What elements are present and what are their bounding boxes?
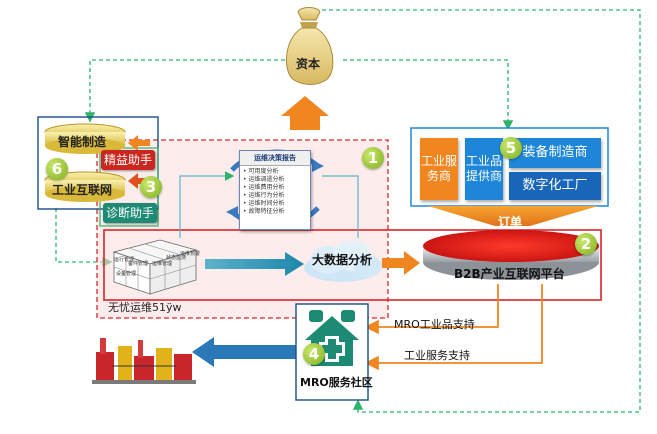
industrial-service-tile: 工业服务商 bbox=[420, 138, 458, 200]
diagnosis-helper-button[interactable]: 诊断助手 bbox=[103, 203, 157, 223]
smart-manufacturing-label: 智能制造 bbox=[58, 135, 107, 149]
b2b-platform-icon bbox=[423, 230, 599, 280]
cloud-icon bbox=[304, 241, 382, 282]
mro-community-label: MRO服务社区 bbox=[300, 376, 373, 389]
big-data-label: 大数据分析 bbox=[312, 253, 373, 267]
report-item: • 运维行为分析 bbox=[243, 192, 285, 199]
cloud-to-platform-arrow bbox=[382, 251, 420, 275]
cube-cell: 设备管理 bbox=[116, 271, 137, 277]
badge-3: 3 bbox=[140, 176, 162, 198]
badge-6: 6 bbox=[46, 158, 68, 180]
wuyou-label: 无忧运维51ÿw bbox=[108, 301, 182, 314]
order-funnel bbox=[428, 206, 598, 226]
capital-to-suppliers-dash bbox=[343, 59, 514, 131]
report-item: • 可用度分析 bbox=[243, 168, 279, 175]
jingyi-helper-button[interactable]: 精益助手 bbox=[101, 150, 155, 170]
left-down-dash bbox=[55, 208, 113, 268]
product-supplier-tile: 工业品提供商 bbox=[465, 138, 503, 200]
service-support-line bbox=[364, 284, 543, 371]
money-bag-icon bbox=[285, 7, 334, 85]
factory-complex-icon bbox=[92, 338, 196, 384]
report-item: • 故障特征分析 bbox=[243, 208, 285, 215]
cube-to-cloud-arrow bbox=[205, 252, 304, 276]
ops-cube-icon bbox=[112, 239, 198, 295]
badge-2: 2 bbox=[575, 233, 597, 255]
cube-to-report-line bbox=[179, 171, 235, 238]
capital-to-smart-dash bbox=[84, 59, 285, 123]
report-item: • 运维时间分析 bbox=[243, 200, 285, 207]
ops-report-card: 运维决策报告 • 可用度分析 • 运维调遣分析 • 运维费用分析 • 运维行为分… bbox=[239, 150, 311, 230]
cube-cell: 运行管理 bbox=[114, 257, 135, 263]
badge-4: 4 bbox=[303, 343, 325, 365]
badge-1: 1 bbox=[362, 147, 384, 169]
report-title: 运维决策报告 bbox=[240, 151, 310, 166]
mro-to-industry-arrow bbox=[192, 337, 296, 367]
cube-cell: 运维管理 bbox=[152, 261, 173, 267]
mro-product-support-line bbox=[364, 284, 499, 335]
cube-cell: 状态监测 bbox=[166, 255, 187, 261]
capital-label: 资本 bbox=[296, 57, 321, 71]
mro-product-support-label: MRO工业品支持 bbox=[394, 318, 475, 331]
digital-factory-tile: 数字化工厂 bbox=[509, 172, 601, 200]
region-2-box bbox=[103, 229, 602, 301]
order-label: 订单 bbox=[498, 215, 523, 229]
industrial-internet-label: 工业互联网 bbox=[52, 183, 113, 197]
arrow-to-internet bbox=[128, 173, 150, 189]
report-item: • 运维调遣分析 bbox=[243, 176, 285, 183]
report-to-cloud-line bbox=[322, 175, 359, 238]
report-item: • 运维费用分析 bbox=[243, 184, 285, 191]
service-support-label: 工业服务支持 bbox=[404, 349, 470, 362]
report-items: • 可用度分析 • 运维调遣分析 • 运维费用分析 • 运维行为分析 • 运维时… bbox=[240, 166, 310, 218]
equipment-maker-tile: 装备制造商 bbox=[509, 138, 601, 168]
cube-cell: 运维预警 bbox=[180, 251, 201, 257]
b2b-platform-label: B2B产业互联网平台 bbox=[454, 267, 565, 281]
cube-cell: 备件管理 bbox=[128, 261, 149, 267]
arrow-to-smart bbox=[128, 135, 150, 151]
up-arrow-capital bbox=[281, 96, 329, 130]
badge-5: 5 bbox=[500, 137, 522, 159]
